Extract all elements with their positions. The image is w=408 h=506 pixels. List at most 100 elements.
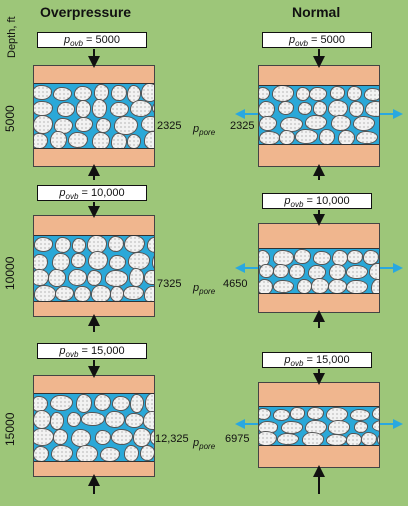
- sand-grain: [353, 115, 376, 131]
- sand-grain: [143, 411, 154, 430]
- sand-grain: [362, 249, 379, 265]
- ovb-box-right-row2: povb = 10,000: [262, 193, 372, 209]
- pore-zone: [259, 85, 379, 145]
- sand-grain: [259, 116, 277, 132]
- sand-grain: [93, 394, 112, 412]
- sand-grain: [55, 286, 74, 301]
- sand-grain: [126, 84, 142, 104]
- sand-grain: [289, 407, 305, 420]
- sand-grain: [289, 264, 305, 280]
- ppore-label-row1: ppore: [193, 123, 216, 138]
- sand-grain: [354, 421, 369, 434]
- sand-grain: [111, 428, 134, 445]
- sand-grain: [74, 116, 93, 133]
- sand-grain: [279, 116, 303, 132]
- sand-grain: [71, 428, 92, 447]
- sand-grain: [272, 408, 290, 421]
- sand-grain: [67, 132, 88, 148]
- sand-grain: [304, 115, 328, 130]
- sand-grain: [95, 117, 112, 134]
- pore-zone: [34, 235, 154, 302]
- sand-grain: [259, 421, 279, 434]
- sand-grain: [48, 269, 67, 288]
- sand-grain: [259, 86, 271, 100]
- sand-grain: [259, 278, 273, 293]
- sand-grain: [355, 130, 378, 144]
- sand-grain: [73, 85, 92, 102]
- sand-grain: [111, 84, 127, 102]
- sand-grain: [54, 237, 72, 254]
- sand-grain: [50, 411, 65, 431]
- sand-grain: [305, 419, 327, 435]
- sand-grain: [371, 278, 379, 293]
- sand-grain: [130, 394, 145, 414]
- sand-grain: [133, 428, 151, 448]
- formation-block-right-row3: [258, 382, 380, 468]
- sand-grain: [296, 278, 312, 293]
- pore-zone: [34, 393, 154, 462]
- sand-grain: [325, 407, 349, 422]
- sand-grain: [130, 99, 152, 117]
- sand-grain: [348, 100, 364, 118]
- sand-grain: [349, 409, 371, 422]
- pore-zone: [34, 83, 154, 149]
- pore-value-left-row3: 12,325: [155, 433, 189, 445]
- pore-value-left-row1: 2325: [157, 120, 182, 132]
- pore-zone: [259, 248, 379, 294]
- sand-grain: [144, 394, 154, 413]
- ppore-label-row3: ppore: [193, 437, 216, 452]
- sand-grain: [114, 116, 138, 135]
- sand-grain: [100, 446, 120, 461]
- depth-value-row3: 15000: [3, 412, 17, 446]
- sand-grain: [377, 432, 379, 445]
- sand-grain: [319, 129, 335, 144]
- sand-grain: [149, 429, 154, 446]
- sand-grain: [140, 444, 154, 461]
- formation-block-left-row1: [33, 65, 155, 167]
- sand-grain: [34, 85, 52, 100]
- sand-grain: [151, 100, 154, 116]
- formation-block-right-row2: [258, 223, 380, 313]
- sand-grain: [92, 99, 108, 118]
- sand-grain: [369, 262, 379, 280]
- sand-grain: [273, 264, 289, 279]
- sand-grain: [328, 279, 348, 293]
- sand-grain: [107, 236, 125, 253]
- sand-grain: [365, 100, 379, 117]
- sand-grain: [309, 86, 327, 101]
- header-overpressure: Overpressure: [40, 4, 132, 20]
- ovb-box-right-row1: povb = 5000: [262, 32, 372, 48]
- sand-grain: [347, 86, 363, 101]
- ovb-box-left-row2: povb = 10,000: [37, 185, 147, 201]
- sand-grain: [123, 445, 140, 461]
- sand-grain: [34, 285, 57, 301]
- sand-grain: [70, 253, 86, 269]
- ovb-box-left-row3: povb = 15,000: [37, 343, 147, 359]
- sand-grain: [111, 132, 127, 148]
- sand-grain: [360, 431, 377, 445]
- sand-grain: [91, 132, 111, 148]
- sand-grain: [94, 84, 109, 101]
- sand-grain: [279, 129, 296, 144]
- sand-grain: [346, 250, 364, 264]
- sand-grain: [259, 263, 274, 279]
- sand-grain: [302, 432, 325, 445]
- sand-grain: [105, 410, 125, 429]
- sand-grain: [271, 86, 295, 102]
- sand-grain: [346, 265, 369, 280]
- pore-zone: [259, 406, 379, 446]
- sand-grain: [259, 100, 276, 118]
- sand-grain: [50, 394, 74, 412]
- ovb-box-left-row1: povb = 5000: [37, 32, 147, 48]
- sand-grain: [276, 432, 299, 445]
- ppore-label-row2: ppore: [193, 282, 216, 297]
- sand-grain: [81, 411, 106, 427]
- sand-grain: [329, 86, 346, 101]
- sand-grain: [34, 237, 54, 252]
- sand-grain: [112, 395, 131, 411]
- sand-grain: [146, 236, 154, 253]
- sand-grain: [140, 115, 154, 133]
- sand-grain: [293, 249, 311, 265]
- sand-grain: [337, 129, 355, 144]
